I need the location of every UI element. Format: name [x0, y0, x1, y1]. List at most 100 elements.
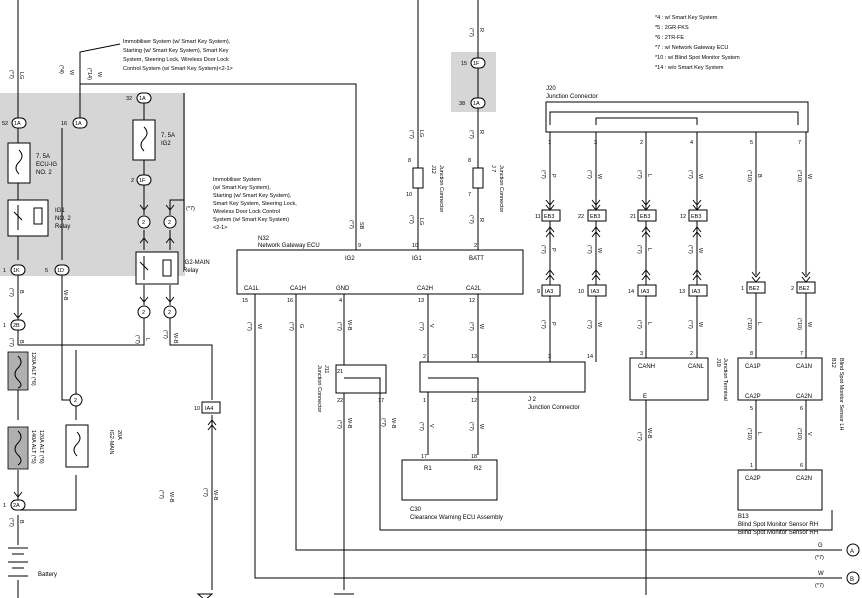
- svg-text:LG: LG: [418, 130, 424, 137]
- svg-text:EB3: EB3: [691, 214, 701, 220]
- legend-line: *10 : w/ Blind Spot Monitor System: [655, 55, 740, 61]
- svg-text:L: L: [756, 322, 762, 325]
- svg-text:W: W: [697, 174, 703, 180]
- svg-text:(*7): (*7): [636, 320, 642, 329]
- connector-arrows: [13, 199, 811, 498]
- svg-text:140A ALT (*5): 140A ALT (*5): [30, 430, 36, 464]
- svg-text:R2: R2: [474, 466, 482, 472]
- svg-text:12: 12: [471, 398, 477, 404]
- svg-text:J11: J11: [323, 365, 329, 373]
- svg-text:1: 1: [750, 463, 753, 469]
- svg-text:120A ALT (*6): 120A ALT (*6): [38, 430, 44, 464]
- svg-text:W-B: W-B: [346, 418, 352, 429]
- svg-text:P: P: [550, 174, 556, 178]
- svg-text:13: 13: [418, 298, 424, 304]
- svg-text:22: 22: [337, 398, 343, 404]
- svg-text:IG1: IG1: [55, 208, 65, 214]
- svg-text:1A: 1A: [473, 101, 480, 107]
- svg-text:(*7): (*7): [8, 518, 14, 527]
- ref-a: G (*7) A: [815, 543, 860, 561]
- svg-text:4: 4: [339, 298, 342, 304]
- svg-text:2B: 2B: [13, 323, 20, 329]
- svg-text:2: 2: [474, 243, 477, 249]
- svg-text:(*7): (*7): [468, 28, 474, 37]
- svg-text:5: 5: [750, 140, 753, 146]
- svg-text:(*7): (*7): [134, 335, 140, 344]
- svg-text:IA3: IA3: [545, 289, 553, 295]
- svg-text:1A: 1A: [14, 121, 21, 127]
- svg-text:W: W: [596, 322, 602, 328]
- svg-text:(*7): (*7): [540, 245, 546, 254]
- svg-text:(*7): (*7): [586, 170, 592, 179]
- connector-1F-left: 1F 2: [131, 174, 152, 186]
- svg-text:(*7): (*7): [468, 322, 474, 331]
- svg-text:1: 1: [3, 323, 6, 329]
- svg-text:6: 6: [800, 463, 803, 469]
- clearance-warning-ecu: R1 R2 17 18 C30 Clearance Warning ECU As…: [401, 454, 503, 521]
- svg-text:(*7): (*7): [348, 220, 354, 229]
- svg-text:10: 10: [194, 406, 200, 412]
- svg-text:IG1: IG1: [412, 256, 422, 262]
- fuse-ig2-main: 20A IG2-MAIN: [65, 424, 122, 468]
- svg-text:W: W: [818, 571, 824, 577]
- svg-text:(*10): (*10): [746, 318, 752, 330]
- svg-text:15: 15: [242, 298, 248, 304]
- top-note: Immobiliser System (w/ Smart Key System)…: [123, 39, 233, 72]
- svg-text:(*7): (*7): [408, 130, 414, 139]
- connector-1F-right: 1F 15: [461, 57, 486, 69]
- junction-j2: 2 13 3 14 1 12 J 2 Junction Connector: [419, 354, 593, 411]
- svg-text:(*7): (*7): [380, 418, 386, 427]
- svg-text:17: 17: [421, 454, 427, 460]
- svg-text:CA1P: CA1P: [745, 364, 761, 370]
- svg-text:G: G: [298, 324, 304, 328]
- connector-2B: 2B 1: [3, 319, 26, 331]
- svg-text:1: 1: [3, 503, 6, 509]
- svg-text:1A: 1A: [75, 121, 82, 127]
- svg-text:V: V: [428, 324, 434, 328]
- connector-1K: 1K 1: [3, 264, 26, 276]
- svg-text:(*7): (*7): [586, 320, 592, 329]
- svg-text:BATT: BATT: [469, 256, 484, 262]
- connector-IA4: IA4 10: [194, 401, 221, 414]
- svg-text:9: 9: [358, 243, 361, 249]
- svg-text:W: W: [256, 324, 262, 330]
- svg-text:W-B: W-B: [212, 490, 218, 501]
- ref-b: W (*7) B: [815, 571, 860, 589]
- note-line: Wireless Door Lock Control: [213, 209, 280, 215]
- svg-text:W: W: [697, 322, 703, 328]
- svg-text:G: G: [818, 543, 823, 549]
- svg-text:CANH: CANH: [638, 364, 655, 370]
- svg-text:J 2: J 2: [528, 397, 537, 403]
- svg-text:(*7): (*7): [162, 330, 168, 339]
- note-line: <2-1>: [213, 225, 227, 231]
- svg-text:L: L: [646, 174, 652, 177]
- svg-text:1K: 1K: [13, 268, 20, 274]
- svg-text:20A: 20A: [116, 430, 122, 440]
- svg-text:(*10): (*10): [746, 428, 752, 440]
- svg-text:2: 2: [791, 286, 794, 292]
- svg-text:LG: LG: [18, 72, 24, 79]
- svg-text:B: B: [18, 520, 24, 524]
- svg-text:IG2-MAIN: IG2-MAIN: [108, 430, 114, 454]
- svg-text:(*7): (*7): [8, 70, 14, 79]
- svg-text:W: W: [697, 248, 703, 254]
- svg-text:12: 12: [469, 298, 475, 304]
- svg-text:GND: GND: [336, 286, 350, 292]
- svg-text:CA2N: CA2N: [796, 394, 812, 400]
- svg-text:(*7): (*7): [687, 170, 693, 179]
- svg-text:(*14): (*14): [86, 68, 92, 80]
- svg-text:7: 7: [800, 351, 803, 357]
- svg-text:22: 22: [578, 214, 584, 220]
- svg-text:J20: J20: [546, 86, 556, 92]
- svg-text:2: 2: [168, 220, 171, 226]
- svg-text:14: 14: [587, 354, 593, 360]
- svg-text:BE2: BE2: [749, 286, 759, 292]
- svg-text:(*7): (*7): [636, 245, 642, 254]
- svg-text:CA1L: CA1L: [244, 286, 260, 292]
- svg-text:NO. 2: NO. 2: [55, 216, 71, 222]
- svg-text:IA4: IA4: [205, 406, 213, 412]
- svg-text:17: 17: [378, 398, 384, 404]
- svg-text:W-B: W-B: [168, 492, 174, 503]
- svg-text:IG2-MAIN: IG2-MAIN: [183, 260, 210, 266]
- svg-text:1F: 1F: [473, 61, 480, 67]
